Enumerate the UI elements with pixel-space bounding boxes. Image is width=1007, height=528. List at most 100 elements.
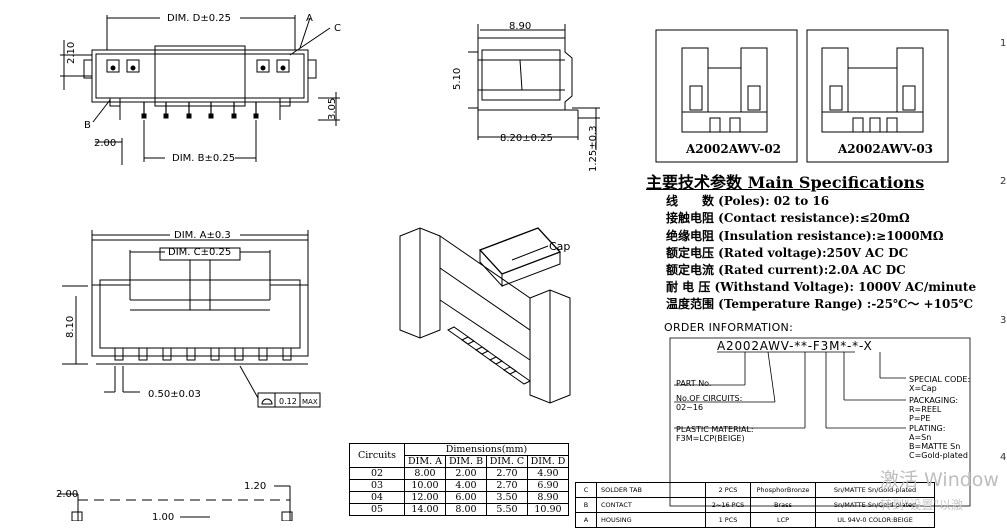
label-200: 2.00 xyxy=(94,138,116,149)
col-dim-d: DIM. D xyxy=(527,455,569,468)
cell: LCP xyxy=(750,512,816,528)
cell: 12.00 xyxy=(404,491,446,504)
zone-marker-1: 1 xyxy=(1000,38,1007,49)
cell: 2.70 xyxy=(486,467,528,480)
cell: 02 xyxy=(349,467,405,480)
activation-watermark: 激活 Window xyxy=(880,469,999,491)
label-305: 3.05 xyxy=(327,98,338,120)
cell: 10.90 xyxy=(527,503,569,516)
specs-title: 主要技术参数 Main Specifications xyxy=(646,173,925,192)
spec-rated-voltage: 额定电压 (Rated voltage):250V AC DC xyxy=(666,245,909,260)
main-specifications: 主要技术参数 Main Specifications 线 数 (Poles): … xyxy=(646,174,976,314)
label-810: 8.10 xyxy=(65,316,76,338)
variant-label-03: A2002AWV-03 xyxy=(837,142,933,156)
isometric-view xyxy=(399,227,571,404)
order-plating: PLATING: A=Sn B=MATTE Sn C=Gold-plated xyxy=(909,424,968,460)
callout-b: B xyxy=(84,120,91,131)
label-dim-c: DIM. C±0.25 xyxy=(168,247,231,258)
side-view xyxy=(468,24,600,150)
dimensions-table: Circuits Dimensions(mm) DIM. A DIM. B DI… xyxy=(349,443,569,516)
cell: UL 94V-0 COLOR:BEIGE xyxy=(815,512,935,528)
table-row: C SOLDER TAB 2 PCS PhosphorBronze Sn/MAT… xyxy=(575,482,935,498)
col-dim-c: DIM. C xyxy=(486,455,528,468)
label-820: 8.20±0.25 xyxy=(500,133,553,144)
front-view xyxy=(62,230,321,408)
cell: 03 xyxy=(349,479,405,492)
bottom-label-200: 2.00 xyxy=(56,489,78,500)
bottom-label-100: 1.00 xyxy=(152,512,174,521)
col-dim-a: DIM. A xyxy=(404,455,446,468)
label-125: 1.25±0.3 xyxy=(588,125,599,172)
order-code: A2002AWV-**-F3M*-*-X xyxy=(717,339,873,353)
order-info-title: ORDER INFORMATION: xyxy=(664,321,794,334)
cell: CONTACT xyxy=(596,497,706,513)
cell: Brass xyxy=(750,497,816,513)
variant-box-02 xyxy=(655,29,798,163)
cell: 2.00 xyxy=(445,467,487,480)
cell: 2~16 PCS xyxy=(705,497,751,513)
col-dim-b: DIM. B xyxy=(445,455,487,468)
cell: A xyxy=(575,512,597,528)
label-050: 0.50±0.03 xyxy=(148,389,201,400)
materials-table: C SOLDER TAB 2 PCS PhosphorBronze Sn/MAT… xyxy=(575,482,935,528)
cell: 05 xyxy=(349,503,405,516)
cell: 8.90 xyxy=(527,491,569,504)
order-material: PLASTIC MATERIAL: F3M=LCP(BEIGE) xyxy=(676,425,754,443)
cell: 10.00 xyxy=(404,479,446,492)
cell: SOLDER TAB xyxy=(596,482,706,498)
order-special: SPECIAL CODE: X=Cap xyxy=(909,375,971,393)
order-part-no: PART No. xyxy=(676,379,712,388)
circuits-header: Circuits xyxy=(349,443,405,468)
bottom-partial-view xyxy=(58,485,293,521)
order-packaging: PACKAGING: R=REEL P=PE xyxy=(909,396,959,423)
label-cap: Cap xyxy=(549,240,570,253)
cell: 1 PCS xyxy=(705,512,751,528)
spec-insulation-resistance: 绝缘电阻 (Insulation resistance):≥1000MΩ xyxy=(666,228,944,243)
zone-marker-3: 3 xyxy=(1000,315,1007,326)
cell: 6.90 xyxy=(527,479,569,492)
spec-temperature-range: 温度范围 (Temperature Range) :-25℃～ +105℃ xyxy=(666,297,974,312)
label-210: 2.10 xyxy=(66,42,77,64)
spec-contact-resistance: 接触电阻 (Contact resistance):≤20mΩ xyxy=(666,211,910,226)
cell: 6.00 xyxy=(445,491,487,504)
label-dim-a: DIM. A±0.3 xyxy=(174,230,231,241)
bottom-label-120: 1.20 xyxy=(244,481,266,492)
order-circuits: No.OF CIRCUITS: 02~16 xyxy=(676,394,743,412)
activation-watermark-sub: 转到"设置"以激 xyxy=(880,498,964,512)
table-row: A HOUSING 1 PCS LCP UL 94V-0 COLOR:BEIGE xyxy=(575,512,935,528)
variant-box-03 xyxy=(806,29,949,163)
cell: 2.70 xyxy=(486,479,528,492)
flatness-value: 0.12 xyxy=(279,397,297,406)
dimensions-header: Dimensions(mm) xyxy=(404,443,569,456)
cell: C xyxy=(575,482,597,498)
cell: HOUSING xyxy=(596,512,706,528)
cell: 8.00 xyxy=(445,503,487,516)
zone-marker-2: 2 xyxy=(1000,176,1007,187)
spec-rated-current: 额定电流 (Rated current):2.0A AC DC xyxy=(666,263,906,278)
spec-withstand-voltage: 耐 电 压 (Withstand Voltage): 1000V AC/minu… xyxy=(666,280,977,295)
cell: 14.00 xyxy=(404,503,446,516)
label-510: 5.10 xyxy=(452,68,463,90)
callout-c: C xyxy=(334,23,341,34)
cell: 4.90 xyxy=(527,467,569,480)
flatness-max: MAX xyxy=(302,398,318,406)
label-dim-d: DIM. D±0.25 xyxy=(167,13,231,24)
cell: 04 xyxy=(349,491,405,504)
cell: B xyxy=(575,497,597,513)
cell: 2 PCS xyxy=(705,482,751,498)
label-890: 8.90 xyxy=(509,21,531,32)
spec-poles: 线 数 (Poles): 02 to 16 xyxy=(666,194,830,209)
variant-label-02: A2002AWV-02 xyxy=(685,142,781,156)
cell: 4.00 xyxy=(445,479,487,492)
cell: PhosphorBronze xyxy=(750,482,816,498)
cell: 3.50 xyxy=(486,491,528,504)
cell: 8.00 xyxy=(404,467,446,480)
top-view xyxy=(60,15,340,165)
callout-a: A xyxy=(306,13,313,24)
cell: 5.50 xyxy=(486,503,528,516)
